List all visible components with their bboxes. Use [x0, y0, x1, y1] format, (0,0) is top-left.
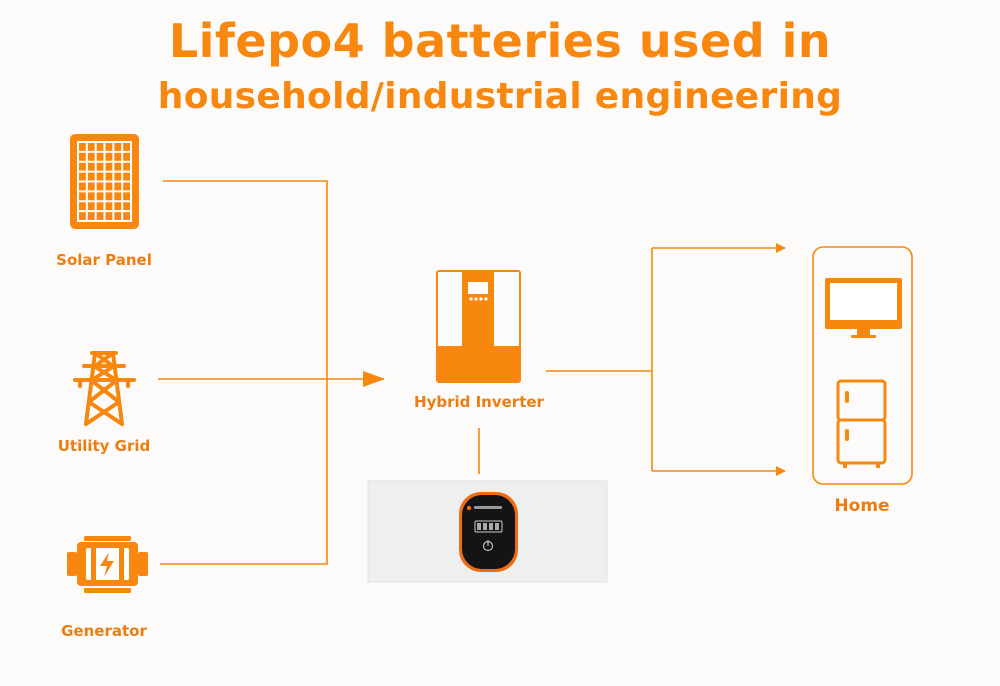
- solar-cell: [105, 172, 113, 181]
- solar-panel-label: Solar Panel: [56, 251, 152, 269]
- utility-grid-label: Utility Grid: [57, 437, 151, 455]
- solar-cell: [114, 192, 122, 201]
- solar-panel-icon: [70, 134, 139, 229]
- inverter-icon: [436, 270, 521, 383]
- solar-cell: [114, 143, 122, 151]
- solar-cell: [96, 172, 104, 181]
- title-line-1: Lifepo4 batteries used in: [168, 14, 832, 68]
- solar-cell: [123, 172, 130, 181]
- hybrid-inverter-label: Hybrid Inverter: [414, 393, 544, 411]
- solar-cell: [96, 182, 104, 191]
- solar-cell: [96, 202, 104, 211]
- solar-cell: [105, 162, 113, 171]
- solar-cell: [114, 202, 122, 211]
- title-line-2: household/industrial engineering: [157, 76, 843, 117]
- solar-cell: [87, 172, 95, 181]
- solar-cell: [114, 212, 122, 220]
- solar-cell: [123, 212, 130, 220]
- solar-cell: [96, 152, 104, 161]
- home-label: Home: [834, 496, 890, 516]
- solar-cell: [114, 182, 122, 191]
- solar-cell: [96, 212, 104, 220]
- solar-cell: [114, 172, 122, 181]
- solar-cell: [105, 143, 113, 151]
- solar-cell: [79, 152, 86, 161]
- solar-cell: [123, 143, 130, 151]
- solar-cell: [79, 172, 86, 181]
- solar-cell: [87, 182, 95, 191]
- transmission-tower-icon: [73, 351, 136, 426]
- home-appliances-icon: [812, 246, 913, 485]
- generator-label: Generator: [61, 622, 147, 640]
- solar-cell: [79, 182, 86, 191]
- solar-cell: [96, 143, 104, 151]
- solar-cell: [79, 202, 86, 211]
- solar-cell: [123, 152, 130, 161]
- generator-icon: [67, 536, 148, 593]
- solar-cell: [114, 162, 122, 171]
- solar-cell: [114, 152, 122, 161]
- solar-cell: [105, 192, 113, 201]
- solar-cell: [79, 143, 86, 151]
- solar-cell: [123, 202, 130, 211]
- solar-cell: [96, 192, 104, 201]
- solar-connector: [160, 180, 328, 565]
- connector-lines: [158, 180, 786, 565]
- solar-cell: [123, 192, 130, 201]
- solar-cell: [79, 212, 86, 220]
- solar-cell: [79, 162, 86, 171]
- solar-cell: [96, 162, 104, 171]
- solar-cell: [87, 192, 95, 201]
- solar-cell: [87, 162, 95, 171]
- solar-cell: [123, 182, 130, 191]
- battery-pack: [367, 480, 608, 583]
- solar-cell: [105, 152, 113, 161]
- solar-cell: [105, 182, 113, 191]
- solar-cell: [123, 162, 130, 171]
- solar-cell: [87, 143, 95, 151]
- solar-cell: [79, 192, 86, 201]
- solar-cell: [87, 212, 95, 220]
- solar-cell: [105, 212, 113, 220]
- solar-cell: [105, 202, 113, 211]
- solar-cell: [87, 202, 95, 211]
- solar-cell: [87, 152, 95, 161]
